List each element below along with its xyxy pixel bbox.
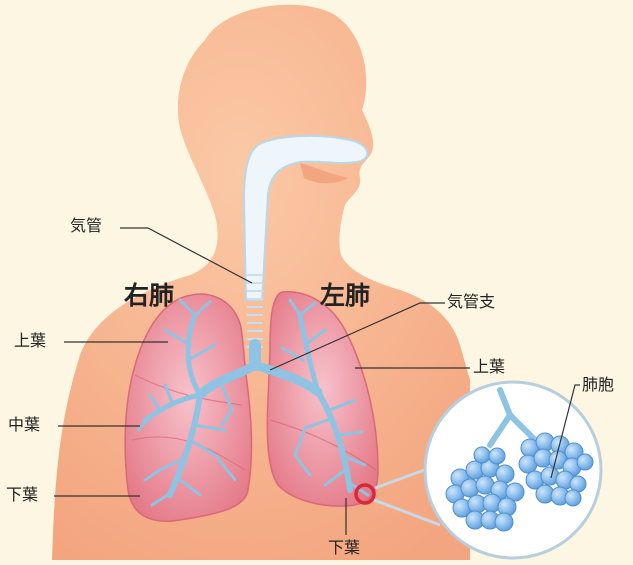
label-alveoli: 肺胞 xyxy=(582,377,614,393)
label-left-lower-lobe: 下葉 xyxy=(328,540,360,556)
label-trachea: 気管 xyxy=(70,218,102,234)
label-left-upper-lobe: 上葉 xyxy=(473,359,505,375)
label-bronchi: 気管支 xyxy=(447,294,495,310)
label-left-lung: 左肺 xyxy=(320,283,370,308)
label-right-lung: 右肺 xyxy=(124,283,174,308)
label-right-middle-lobe: 中葉 xyxy=(8,417,40,433)
label-right-lower-lobe: 下葉 xyxy=(6,487,38,503)
label-right-upper-lobe: 上葉 xyxy=(14,333,46,349)
alveoli-zoom xyxy=(425,382,601,558)
